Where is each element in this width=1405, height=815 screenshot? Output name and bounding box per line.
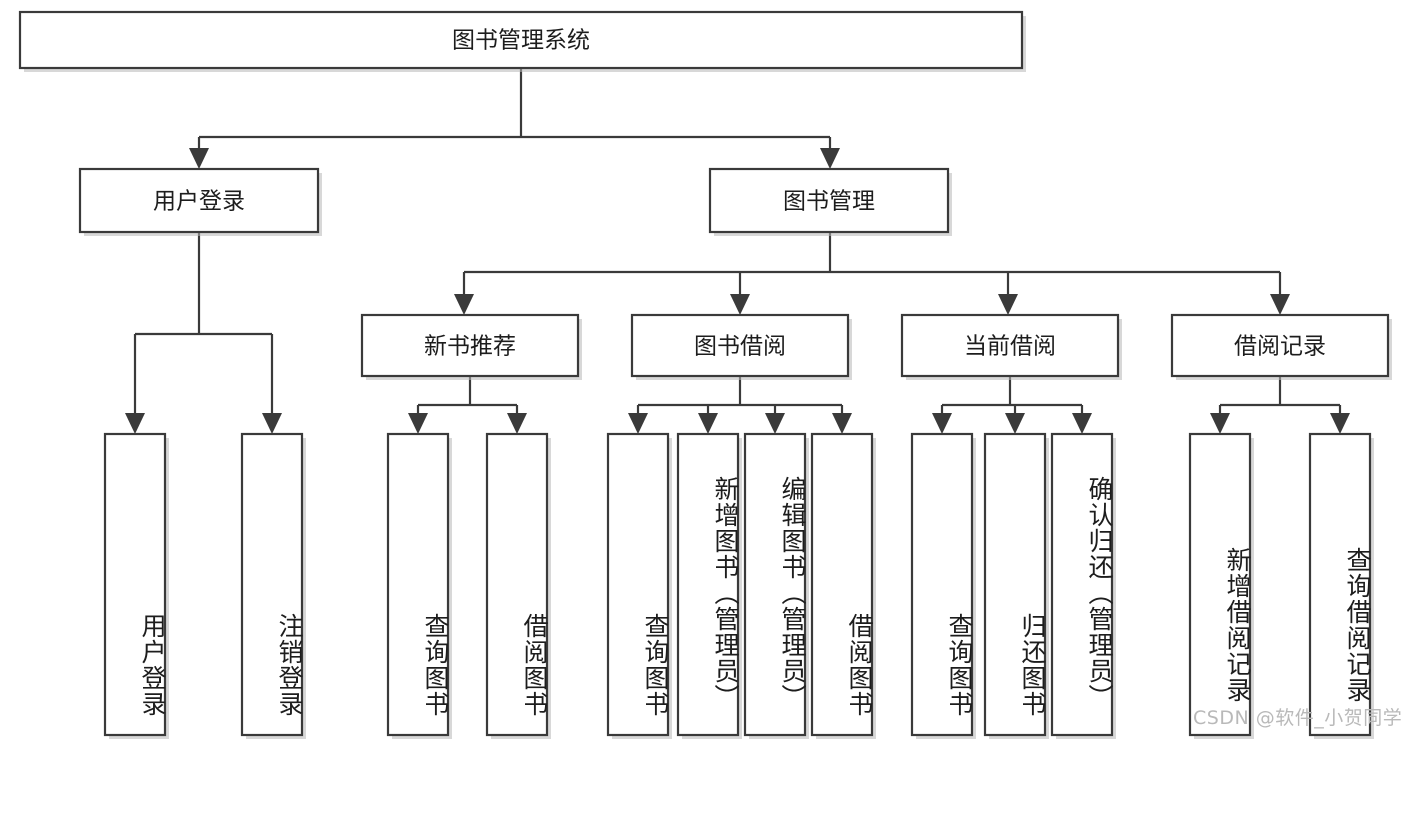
arrowhead-new-book-recommend: [454, 294, 474, 315]
node-leaf-query-borrow-record[interactable]: [1308, 432, 1372, 737]
node-book-borrow-label: 图书借阅: [694, 334, 786, 360]
arrowhead-leaf-add-book-admin: [698, 413, 718, 434]
node-leaf-confirm-return-admin[interactable]: [1050, 432, 1114, 737]
connector-layer: [125, 68, 1350, 434]
node-leaf-query-book-rec[interactable]: [386, 432, 450, 737]
node-root-label: 图书管理系统: [452, 28, 590, 54]
node-new-book-recommend-label: 新书推荐: [424, 334, 516, 360]
arrowhead-borrow-record: [1270, 294, 1290, 315]
hierarchy-diagram: 图书管理系统 用户登录 图书管理 新书推荐 图书借阅 当前借阅 借阅记录: [18, 10, 1392, 739]
arrowhead-current-borrow: [998, 294, 1018, 315]
node-leaf-query-book-borrow[interactable]: [606, 432, 670, 737]
arrowhead-book-management: [820, 148, 840, 169]
arrowhead-leaf-user-login: [125, 413, 145, 434]
node-borrow-record[interactable]: [1170, 313, 1390, 378]
csdn-watermark: CSDN @软件_小贺同学: [1193, 707, 1403, 729]
node-leaf-borrow-book[interactable]: [810, 432, 874, 737]
node-new-book-recommend[interactable]: [360, 313, 580, 378]
node-root[interactable]: [18, 10, 1024, 70]
node-leaf-add-book-admin[interactable]: [676, 432, 740, 737]
arrowhead-leaf-borrow-book: [832, 413, 852, 434]
node-layer: 图书管理系统 用户登录 图书管理 新书推荐 图书借阅 当前借阅 借阅记录: [18, 10, 1392, 739]
node-user-login-label: 用户登录: [153, 189, 245, 215]
arrowhead-leaf-borrow-book-rec: [507, 413, 527, 434]
arrowhead-leaf-return-book: [1005, 413, 1025, 434]
arrowhead-leaf-logout-login: [262, 413, 282, 434]
arrowhead-leaf-edit-book-admin: [765, 413, 785, 434]
node-leaf-borrow-book-rec[interactable]: [485, 432, 549, 737]
arrowhead-leaf-query-borrow-record: [1330, 413, 1350, 434]
arrowhead-leaf-query-book-rec: [408, 413, 428, 434]
node-leaf-logout-login[interactable]: [240, 432, 304, 737]
node-leaf-query-book-current[interactable]: [910, 432, 974, 737]
node-borrow-record-label: 借阅记录: [1234, 334, 1326, 360]
node-leaf-edit-book-admin[interactable]: [743, 432, 807, 737]
node-book-borrow[interactable]: [630, 313, 850, 378]
node-current-borrow[interactable]: [900, 313, 1120, 378]
node-user-login[interactable]: [78, 167, 320, 234]
arrowhead-user-login: [189, 148, 209, 169]
node-book-management-label: 图书管理: [783, 189, 875, 215]
node-leaf-return-book[interactable]: [983, 432, 1047, 737]
node-leaf-user-login[interactable]: [103, 432, 167, 737]
node-book-management[interactable]: [708, 167, 950, 234]
node-leaf-add-borrow-record[interactable]: [1188, 432, 1252, 737]
node-current-borrow-label: 当前借阅: [964, 334, 1056, 360]
arrowhead-leaf-confirm-return-admin: [1072, 413, 1092, 434]
diagram-canvas: 图书管理系统 用户登录 图书管理 新书推荐 图书借阅 当前借阅 借阅记录: [18, 10, 1403, 739]
arrowhead-book-borrow: [730, 294, 750, 315]
arrowhead-leaf-add-borrow-record: [1210, 413, 1230, 434]
arrowhead-leaf-query-book-borrow: [628, 413, 648, 434]
arrowhead-leaf-query-book-current: [932, 413, 952, 434]
